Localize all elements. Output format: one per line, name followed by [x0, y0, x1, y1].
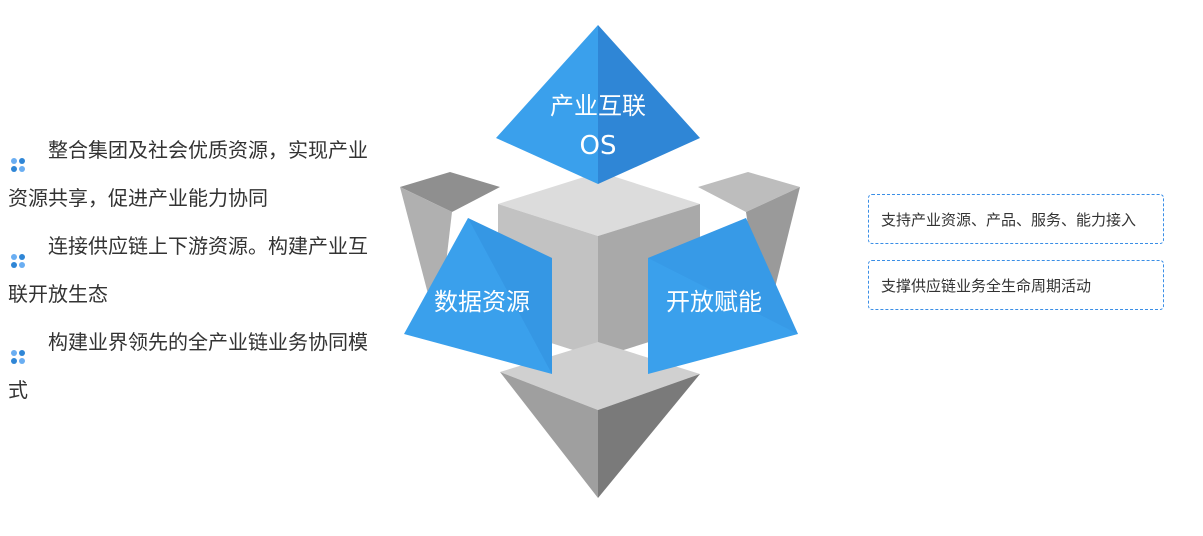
left-blue-shade — [468, 218, 552, 374]
top-label-line2: OS — [580, 131, 617, 161]
top-blue-left — [496, 25, 598, 184]
four-dot-grid-icon — [10, 238, 26, 268]
top-label-line1: 产业互联 — [550, 92, 646, 120]
four-dot-grid-icon — [10, 142, 26, 172]
cube-top — [498, 172, 700, 236]
right-gray-wing — [698, 172, 800, 212]
callout-1: 支持产业资源、产品、服务、能力接入 — [868, 194, 1164, 244]
left-gray-wing — [400, 172, 500, 212]
right-label: 开放赋能 — [666, 288, 762, 316]
bottom-pyramid-right — [598, 374, 700, 498]
bullet-list: 整合集团及社会优质资源，实现产业资源共享，促进产业能力协同 连接供应链上下游资源… — [8, 126, 368, 414]
callout-text-1: 支持产业资源、产品、服务、能力接入 — [881, 210, 1137, 229]
bullet-item-1: 整合集团及社会优质资源，实现产业资源共享，促进产业能力协同 — [8, 126, 368, 222]
bullet-item-3: 构建业界领先的全产业链业务协同模式 — [8, 318, 368, 414]
callout-text-2: 支撑供应链业务全生命周期活动 — [881, 276, 1092, 295]
callout-list: 支持产业资源、产品、服务、能力接入 支撑供应链业务全生命周期活动 — [868, 194, 1164, 326]
callout-2: 支撑供应链业务全生命周期活动 — [868, 260, 1164, 310]
right-blue-shade — [648, 218, 798, 334]
four-dot-grid-icon — [10, 334, 26, 364]
bullet-item-2: 连接供应链上下游资源。构建产业互联开放生态 — [8, 222, 368, 318]
bullet-text-3: 构建业界领先的全产业链业务协同模式 — [8, 330, 368, 402]
cube-diagram: 产业互联 OS 数据资源 开放赋能 — [398, 22, 802, 502]
left-label: 数据资源 — [434, 288, 530, 316]
top-blue-right — [598, 25, 700, 184]
left-blue-shape — [404, 218, 552, 374]
bullet-text-2: 连接供应链上下游资源。构建产业互联开放生态 — [8, 234, 368, 306]
bottom-pyramid-left — [500, 372, 598, 498]
right-blue-shape — [648, 218, 798, 374]
bullet-text-1: 整合集团及社会优质资源，实现产业资源共享，促进产业能力协同 — [8, 138, 368, 210]
